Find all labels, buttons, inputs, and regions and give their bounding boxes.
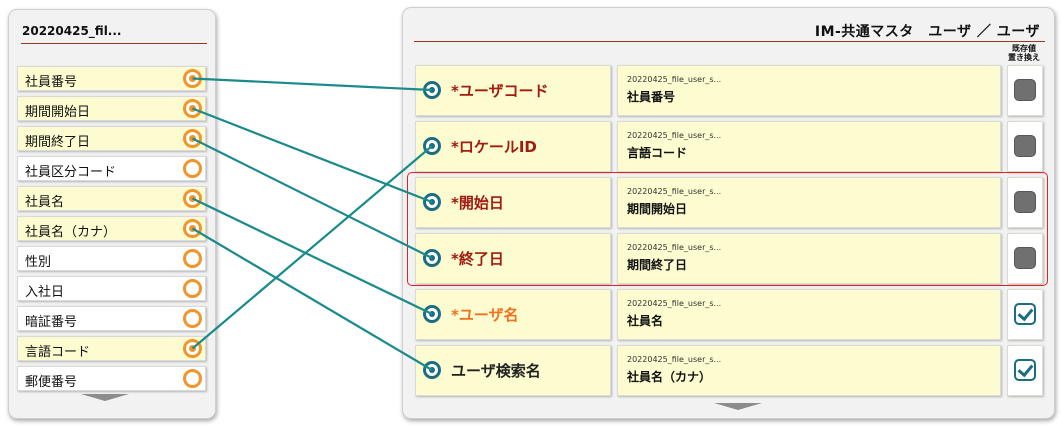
replace-cell: [1007, 121, 1043, 172]
scroll-down-icon[interactable]: [714, 403, 762, 410]
source-field-label: 入社日: [25, 285, 65, 300]
mapped-source-field: 言語コード: [627, 146, 688, 160]
mapping-line[interactable]: [192, 137, 433, 259]
source-field-label: 社員番号: [25, 75, 78, 90]
source-field-label: 期間終了日: [25, 135, 91, 150]
source-field[interactable]: 入社日: [17, 276, 206, 301]
replace-checkbox[interactable]: [1014, 191, 1036, 213]
connector-handle-icon[interactable]: [183, 249, 202, 268]
replace-header-line: 既存値: [1012, 44, 1036, 53]
replace-checkbox[interactable]: [1014, 247, 1036, 269]
connector-handle-icon[interactable]: [183, 369, 202, 388]
mapped-source-field: 期間開始日: [627, 202, 688, 216]
source-field[interactable]: 社員番号: [17, 66, 206, 91]
mapped-source-field: 期間終了日: [627, 258, 688, 272]
replace-header-line: 置き換え: [1008, 53, 1040, 62]
mapped-source: 20220425_file_user_s... 社員番号: [617, 65, 1001, 116]
source-field[interactable]: 社員区分コード: [17, 156, 206, 181]
target-field-label: *ロケールID: [451, 138, 537, 156]
mapped-source-file: 20220425_file_user_s...: [627, 75, 722, 84]
source-field[interactable]: 期間開始日: [17, 96, 206, 121]
target-field[interactable]: ユーザ検索名: [415, 345, 611, 396]
target-field-label: *開始日: [451, 194, 504, 212]
source-field[interactable]: 社員名（カナ）: [17, 216, 206, 241]
target-title: IM-共通マスタ ユーザ ／ ユーザ: [814, 24, 1040, 40]
source-field[interactable]: 社員名: [17, 186, 206, 211]
connector-handle-icon[interactable]: [183, 129, 202, 148]
mapped-source: 20220425_file_user_s... 期間終了日: [617, 233, 1001, 284]
source-field[interactable]: 郵便番号: [17, 366, 206, 391]
mapping-line[interactable]: [191, 145, 433, 350]
source-field-label: 社員名: [25, 195, 65, 210]
target-field[interactable]: *ユーザコード: [415, 65, 611, 116]
replace-checkbox[interactable]: [1014, 303, 1036, 325]
replace-cell: [1007, 233, 1043, 284]
target-field-label: ユーザ検索名: [451, 362, 541, 380]
mapped-source: 20220425_file_user_s... 社員名: [617, 289, 1001, 340]
replace-cell: [1007, 177, 1043, 228]
target-field[interactable]: *終了日: [415, 233, 611, 284]
source-field-label: 郵便番号: [25, 375, 78, 390]
mapped-source-file: 20220425_file_user_s...: [627, 131, 722, 140]
source-field-label: 社員名（カナ）: [25, 225, 117, 240]
connector-handle-icon[interactable]: [183, 159, 202, 178]
target-field[interactable]: *開始日: [415, 177, 611, 228]
source-field-label: 言語コード: [25, 345, 91, 360]
target-field-label: *ユーザ名: [451, 306, 519, 324]
source-file-title: 20220425_fil...: [22, 24, 122, 38]
replace-checkbox[interactable]: [1014, 135, 1036, 157]
connector-target-icon[interactable]: [423, 249, 441, 267]
mapped-source-file: 20220425_file_user_s...: [627, 355, 722, 364]
connector-handle-icon[interactable]: [183, 219, 202, 238]
mapped-source: 20220425_file_user_s... 言語コード: [617, 121, 1001, 172]
connector-handle-icon[interactable]: [183, 279, 202, 298]
source-field-label: 性別: [25, 255, 52, 270]
source-field[interactable]: 暗証番号: [17, 306, 206, 331]
mapping-line[interactable]: [192, 77, 433, 92]
source-field-label: 暗証番号: [25, 315, 78, 330]
source-field-label: 期間開始日: [25, 105, 91, 120]
divider: [414, 41, 1045, 42]
replace-cell: [1007, 65, 1043, 116]
connector-handle-icon[interactable]: [183, 309, 202, 328]
mapped-source-file: 20220425_file_user_s...: [627, 299, 722, 308]
mapped-source-file: 20220425_file_user_s...: [627, 187, 722, 196]
connector-target-icon[interactable]: [423, 137, 441, 155]
mapped-source-field: 社員番号: [627, 90, 676, 104]
source-field[interactable]: 言語コード: [17, 336, 206, 361]
mapping-line[interactable]: [191, 227, 433, 371]
target-field[interactable]: *ユーザ名: [415, 289, 611, 340]
connector-target-icon[interactable]: [423, 81, 441, 99]
replace-cell: [1007, 289, 1043, 340]
connector-target-icon[interactable]: [423, 361, 441, 379]
replace-checkbox[interactable]: [1014, 79, 1036, 101]
mapped-source-file: 20220425_file_user_s...: [627, 243, 722, 252]
replace-checkbox[interactable]: [1014, 359, 1036, 381]
source-field[interactable]: 期間終了日: [17, 126, 206, 151]
connector-handle-icon[interactable]: [183, 339, 202, 358]
target-field-label: *ユーザコード: [451, 82, 549, 100]
mapped-source: 20220425_file_user_s... 社員名（カナ）: [617, 345, 1001, 396]
connector-handle-icon[interactable]: [183, 69, 202, 88]
source-field[interactable]: 性別: [17, 246, 206, 271]
target-field[interactable]: *ロケールID: [415, 121, 611, 172]
replace-cell: [1007, 345, 1043, 396]
mapped-source: 20220425_file_user_s... 期間開始日: [617, 177, 1001, 228]
scroll-down-icon[interactable]: [81, 394, 129, 401]
target-field-label: *終了日: [451, 250, 504, 268]
source-field-label: 社員区分コード: [25, 165, 117, 180]
mapped-source-field: 社員名（カナ）: [627, 370, 712, 384]
replace-existing-header: 既存値 置き換え: [1006, 44, 1042, 62]
connector-target-icon[interactable]: [423, 305, 441, 323]
connector-handle-icon[interactable]: [183, 99, 202, 118]
mapped-source-field: 社員名: [627, 314, 664, 328]
mapping-line[interactable]: [192, 197, 433, 315]
divider: [21, 43, 207, 44]
connector-handle-icon[interactable]: [183, 189, 202, 208]
connector-target-icon[interactable]: [423, 193, 441, 211]
mapping-line[interactable]: [192, 107, 433, 204]
